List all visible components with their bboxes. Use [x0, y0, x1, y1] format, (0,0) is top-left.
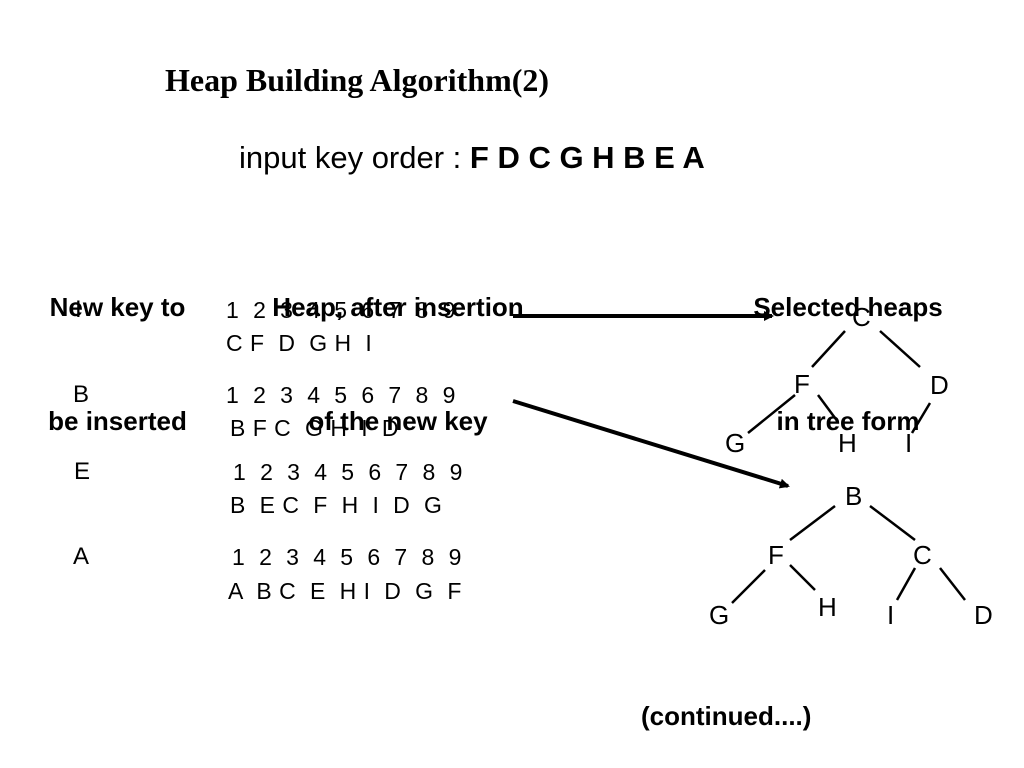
row-heap: C F D G H I — [226, 330, 373, 356]
input-key-order: input key order : F D C G H B E A — [239, 140, 705, 176]
continued-note: (continued....) — [641, 701, 812, 731]
tree1-node-left: F — [794, 369, 810, 399]
tree2-node-right: C — [913, 540, 932, 570]
tree1-node-root: C — [852, 302, 871, 332]
row-key: E — [74, 458, 91, 485]
row-indices: 1 2 3 4 5 6 7 8 9 — [232, 544, 462, 570]
header-heap: Heap, after insertion of the new key — [238, 212, 558, 478]
tree2-edge-b-c — [869, 505, 916, 541]
tree2-edge-f-g — [731, 569, 766, 604]
tree2-node-left-left: G — [709, 600, 730, 630]
header-new-key-line1: New key to — [49, 292, 186, 322]
tree2-edge-b-f — [789, 505, 836, 541]
row-key: B — [73, 381, 90, 408]
tree1-node-left-right: H — [838, 428, 857, 458]
row-heap: B E C F H I D G — [230, 492, 443, 518]
row-heap: A B C E H I D G F — [228, 578, 462, 604]
input-key-order-label: input key order : — [239, 140, 470, 175]
header-new-key-line2: be inserted — [48, 406, 187, 436]
tree1-edge-c-f — [811, 330, 846, 368]
row-key: A — [73, 543, 90, 570]
row-heap: B F C G H I D — [230, 415, 400, 441]
input-key-order-keys: F D C G H B E A — [469, 140, 705, 175]
header-heap-line2: of the new key — [308, 406, 488, 436]
row-key: I — [75, 296, 82, 323]
tree1-node-right-left: I — [905, 428, 913, 458]
arrow-to-tree2 — [512, 399, 790, 489]
header-trees: Selected heaps in tree form — [718, 212, 978, 478]
row-indices: 1 2 3 4 5 6 7 8 9 — [226, 382, 456, 408]
tree2-node-right-right: D — [974, 600, 993, 630]
header-new-key: New key to be inserted — [30, 212, 205, 478]
tree2-node-left: F — [768, 540, 784, 570]
tree1-edge-c-d — [879, 330, 921, 368]
tree1-edge-f-g — [747, 394, 796, 434]
tree1-node-right: D — [930, 370, 949, 400]
tree1-edge-d-i — [910, 402, 932, 434]
tree2-node-left-right: H — [818, 592, 837, 622]
tree2-edge-f-h — [789, 564, 816, 591]
row-indices: 1 2 3 4 5 6 7 8 9 — [226, 297, 456, 323]
tree2-node-root: B — [845, 481, 863, 511]
tree1-edge-f-h — [816, 394, 840, 423]
tree2-node-right-left: I — [887, 600, 895, 630]
row-indices: 1 2 3 4 5 6 7 8 9 — [233, 459, 463, 485]
tree2-edge-c-d — [939, 567, 966, 601]
tree2-edge-c-i — [895, 567, 917, 601]
header-heap-line1: Heap, after insertion — [272, 292, 524, 322]
page-title: Heap Building Algorithm(2) — [165, 62, 550, 98]
tree1-node-left-left: G — [725, 428, 746, 458]
